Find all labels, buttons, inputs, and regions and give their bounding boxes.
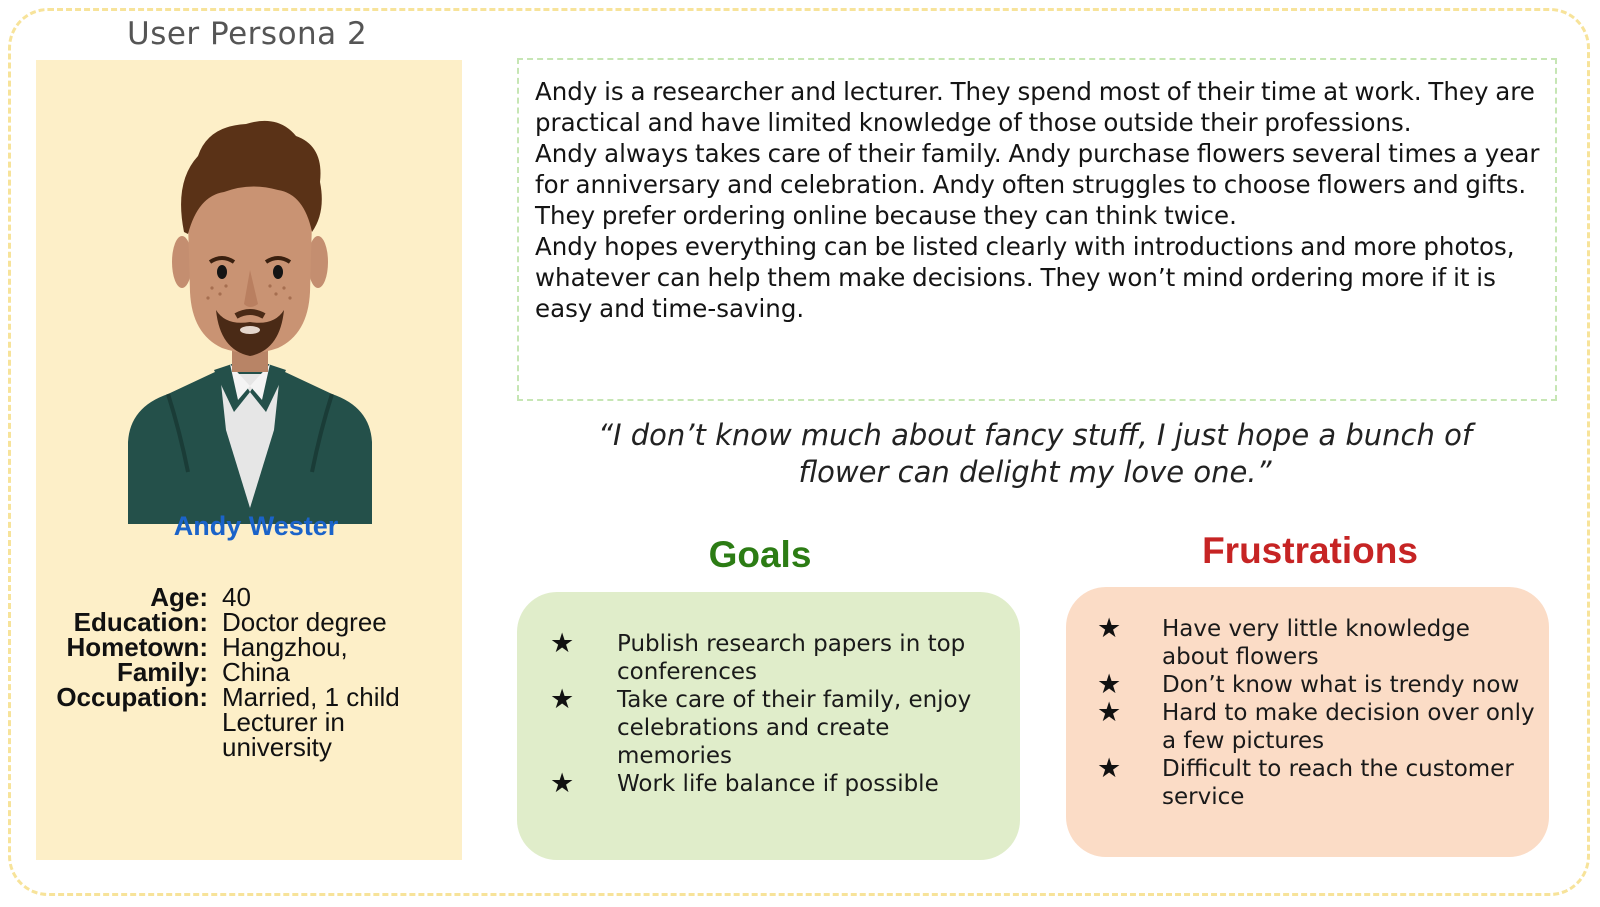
education-label: Education:: [73, 607, 208, 637]
bio-text: Andy is a researcher and lecturer. They …: [535, 76, 1545, 324]
goal-item: ★ Take care of their family, enjoy celeb…: [517, 686, 1020, 770]
persona-quote: “I don’t know much about fancy stuff, I …: [560, 417, 1510, 491]
quote-line: “I don’t know much about fancy stuff, I …: [597, 418, 1473, 452]
star-icon: ★: [1097, 697, 1122, 728]
page-title: User Persona 2: [127, 16, 368, 52]
star-icon: ★: [550, 684, 575, 715]
age-label: Age:: [150, 582, 208, 612]
occupation-label: Occupation:: [56, 682, 208, 712]
persona-frame: [8, 8, 1590, 896]
star-icon: ★: [550, 628, 575, 659]
frustration-text: Have very little knowledge about flowers: [1162, 616, 1470, 670]
goals-heading: Goals: [708, 534, 812, 575]
goal-text: Work life balance if possible: [617, 771, 939, 797]
goal-item: ★ Publish research papers in top confere…: [517, 630, 1020, 686]
bio-box: Andy is a researcher and lecturer. They …: [517, 58, 1557, 401]
frustration-item: ★ Hard to make decision over only a few …: [1066, 699, 1549, 755]
bio-paragraph: Andy hopes everything can be listed clea…: [535, 232, 1515, 323]
star-icon: ★: [1097, 669, 1122, 700]
detail-value: Married, 1 child: [222, 682, 400, 712]
bio-paragraph: Andy always takes care of their family. …: [535, 139, 1540, 230]
goal-item: ★ Work life balance if possible: [517, 770, 1020, 798]
family-label: Family:: [116, 657, 208, 687]
profile-card: Andy Wester Age: Education: Hometown: Fa…: [36, 60, 462, 860]
star-icon: ★: [550, 768, 575, 799]
frustration-item: ★ Don’t know what is trendy now: [1066, 671, 1549, 699]
detail-value: 40: [222, 582, 251, 612]
avatar: [128, 120, 372, 524]
frustration-item: ★ Difficult to reach the customer servic…: [1066, 755, 1549, 811]
detail-value: Doctor degree: [222, 607, 387, 637]
bio-paragraph: Andy is a researcher and lecturer. They …: [535, 77, 1535, 137]
goal-text: Publish research papers in top conferenc…: [617, 631, 966, 685]
hometown-label: Hometown:: [66, 632, 208, 662]
goal-text: Take care of their family, enjoy celebra…: [617, 687, 972, 769]
detail-value: university: [222, 732, 332, 762]
frustration-item: ★ Have very little knowledge about flowe…: [1066, 615, 1549, 671]
detail-labels: Age: Education: Hometown: Family: Occupa…: [36, 582, 208, 712]
detail-values: 40 Doctor degree Hangzhou, China Married…: [222, 582, 452, 762]
detail-value: Hangzhou,: [222, 632, 348, 662]
goals-box: ★ Publish research papers in top confere…: [517, 592, 1020, 860]
frustrations-heading: Frustrations: [1202, 530, 1418, 571]
persona-name: Andy Wester: [173, 511, 339, 541]
detail-value: Lecturer in: [222, 707, 345, 737]
frustration-text: Difficult to reach the customer service: [1162, 756, 1514, 810]
frustration-text: Hard to make decision over only a few pi…: [1162, 700, 1535, 754]
frustration-text: Don’t know what is trendy now: [1162, 672, 1520, 698]
star-icon: ★: [1097, 613, 1122, 644]
quote-line: flower can delight my love one.”: [798, 455, 1272, 489]
detail-value: China: [222, 657, 290, 687]
frustrations-box: ★ Have very little knowledge about flowe…: [1066, 587, 1549, 857]
star-icon: ★: [1097, 753, 1122, 784]
